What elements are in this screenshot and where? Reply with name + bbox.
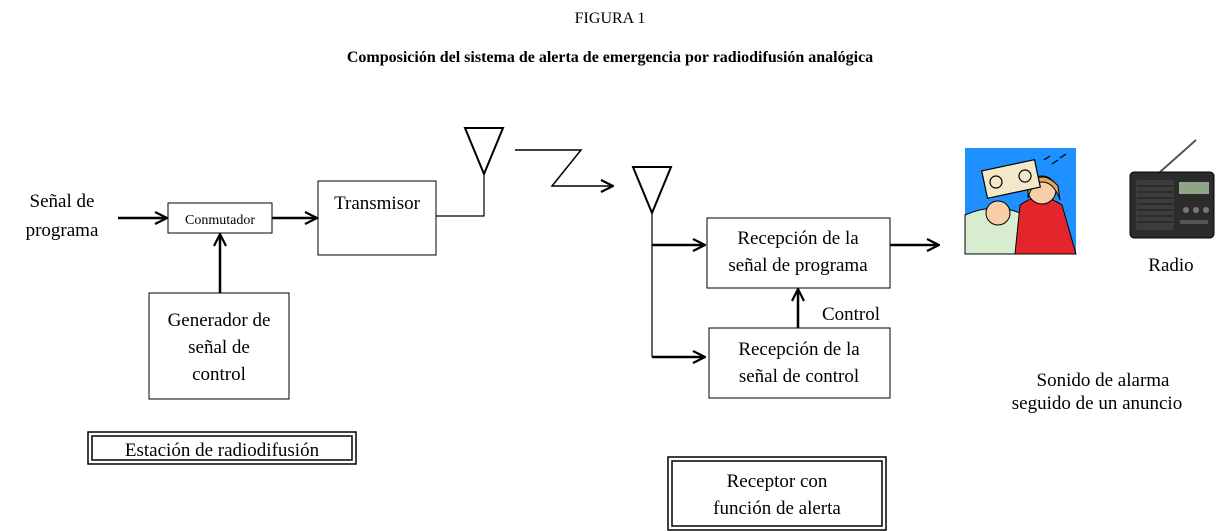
program-input-label-line2: programa: [26, 220, 99, 241]
receiver-caption-frame: [667, 456, 887, 531]
control-receiver-label-line1: Recepción de la: [738, 339, 860, 360]
control-receiver-label-line2: señal de control: [739, 366, 859, 387]
transmitter-box: [317, 180, 437, 256]
transmitter-feed-line: [436, 174, 485, 217]
radio-icon: [1129, 139, 1215, 239]
switch-label: Conmutador: [185, 213, 255, 228]
alarm-label-line1: Sonido de alarma: [1037, 370, 1171, 391]
receiver-caption-line1: Receptor con: [727, 471, 828, 492]
radio-label: Radio: [1148, 255, 1193, 276]
figure-number: FIGURA 1: [574, 10, 646, 27]
program-receiver-label-line2: señal de programa: [728, 255, 868, 276]
alarm-label-line2: seguido de un anuncio: [1012, 393, 1182, 414]
alarm-scene-illustration: [964, 148, 1077, 255]
station-caption: Estación de radiodifusión: [125, 440, 320, 461]
radio-wave-arrow: [515, 149, 612, 186]
generator-label-line3: control: [192, 364, 246, 385]
station-caption-frame: [87, 431, 357, 465]
transmitter-label: Transmisor: [334, 193, 421, 214]
figure-title: Composición del sistema de alerta de eme…: [346, 49, 874, 66]
transmit-antenna-icon: [463, 127, 505, 177]
generator-label-line2: señal de: [188, 337, 250, 358]
program-input-label-line1: Señal de: [30, 191, 95, 212]
control-generator-box: [148, 292, 290, 400]
generator-label-line1: Generador de: [168, 310, 271, 331]
control-arrow-label: Control: [822, 304, 880, 325]
program-receiver-label-line1: Recepción de la: [737, 228, 859, 249]
program-receiver-box: [706, 217, 891, 289]
control-receiver-box: [708, 327, 891, 399]
receive-antenna-icon: [631, 166, 673, 216]
receiver-caption-line2: función de alerta: [713, 498, 841, 519]
switch-box: [167, 202, 273, 234]
